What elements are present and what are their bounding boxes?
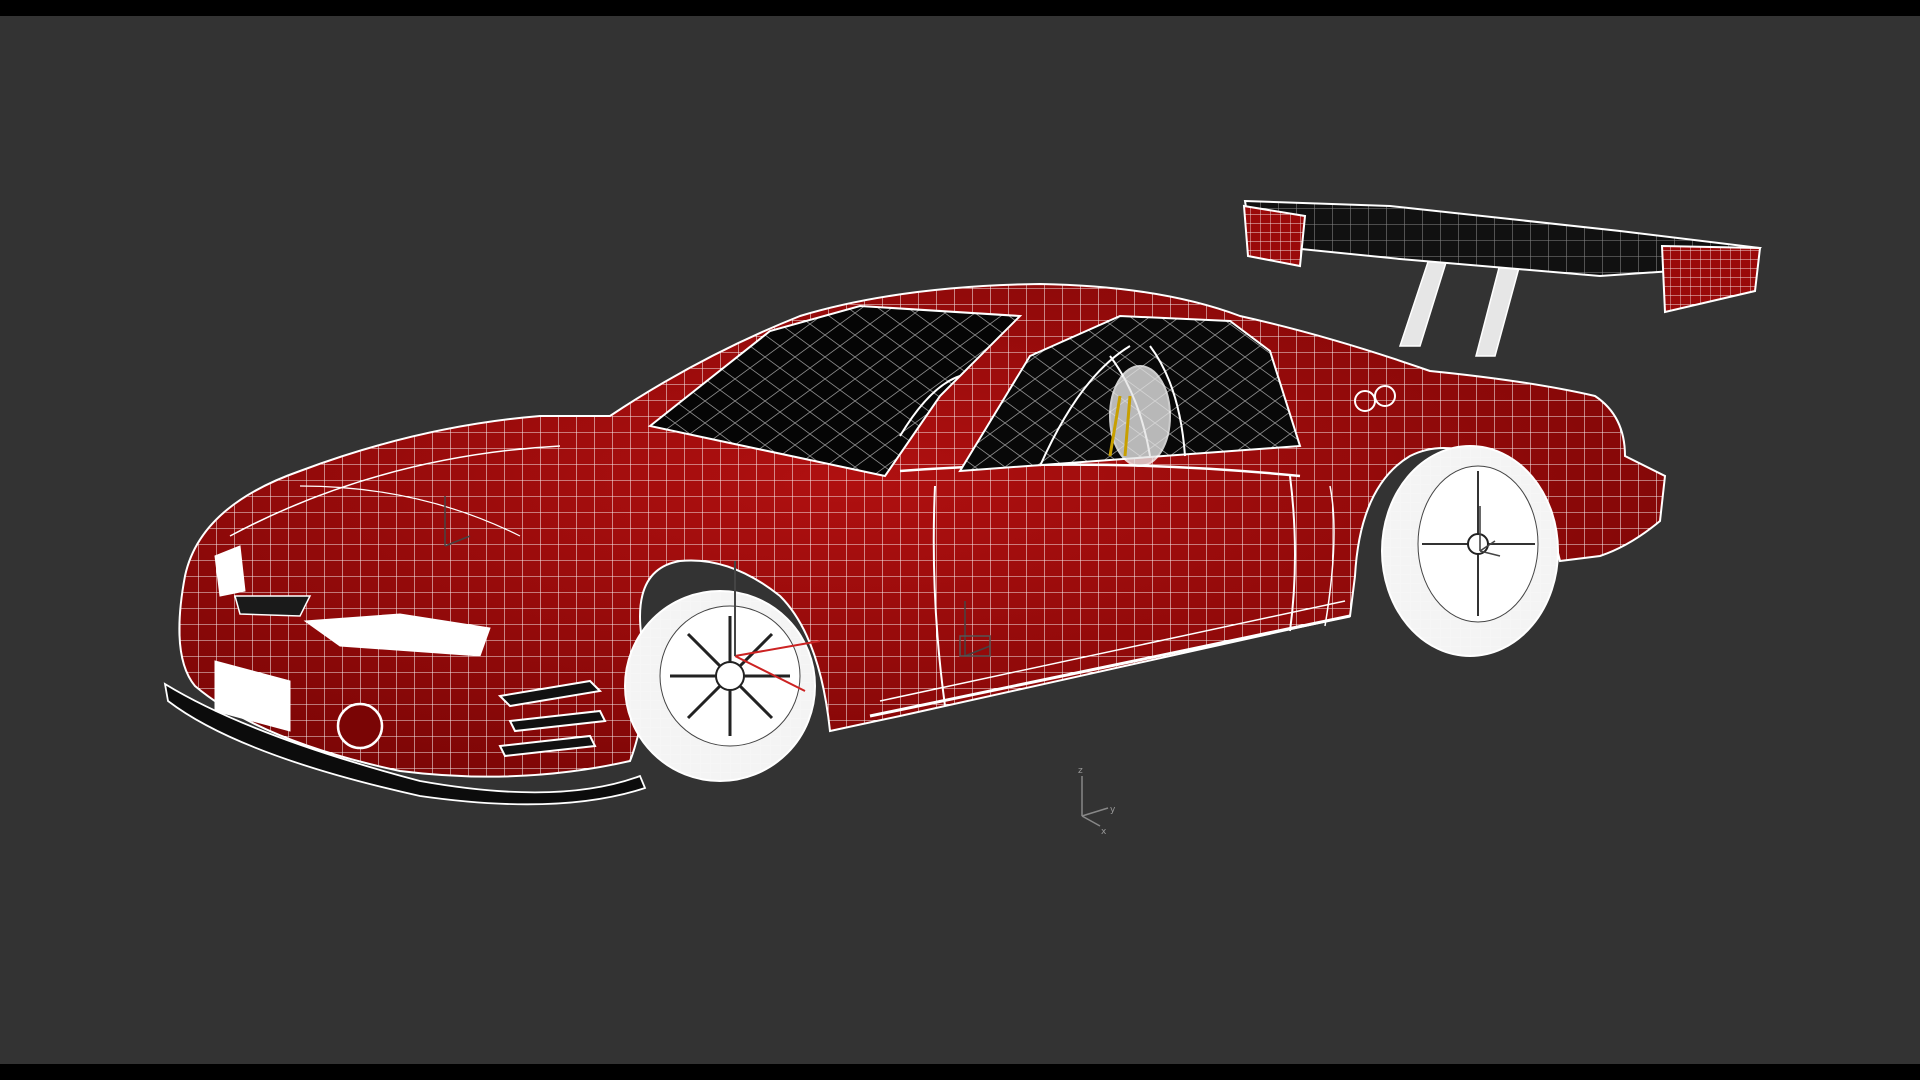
world-axis-tripod: z y x xyxy=(1078,766,1116,837)
bumper-vents xyxy=(497,679,607,758)
front-splitter[interactable] xyxy=(163,682,647,806)
axis-label-y: y xyxy=(1110,805,1116,815)
car-windows[interactable] xyxy=(647,304,1396,478)
front-details xyxy=(214,545,607,758)
body-pivot-gizmo xyxy=(444,496,991,657)
letterbox-top xyxy=(0,0,1920,16)
wing-support-left[interactable] xyxy=(1398,255,1450,347)
front-wheel[interactable] xyxy=(624,561,821,782)
license-plate-area xyxy=(214,660,291,732)
axis-label-x: x xyxy=(1101,827,1107,837)
headlight-left xyxy=(303,613,491,657)
roll-cage xyxy=(899,345,1186,467)
wing-support-right[interactable] xyxy=(1475,263,1521,357)
front-grille xyxy=(234,595,312,617)
car-body[interactable] xyxy=(178,282,1667,778)
axis-label-z: z xyxy=(1078,766,1083,776)
front-wheel-pivot-gizmo xyxy=(734,561,821,692)
fog-light xyxy=(336,702,384,750)
viewport-scene[interactable]: z y x xyxy=(0,16,1920,1064)
3d-viewport[interactable]: z y x xyxy=(0,16,1920,1064)
rear-wheel-pivot-gizmo xyxy=(1479,506,1501,557)
rear-wheel[interactable] xyxy=(1381,445,1559,657)
rear-wing[interactable] xyxy=(1242,199,1762,357)
letterbox-bottom xyxy=(0,1064,1920,1080)
headlight-right xyxy=(214,545,246,597)
